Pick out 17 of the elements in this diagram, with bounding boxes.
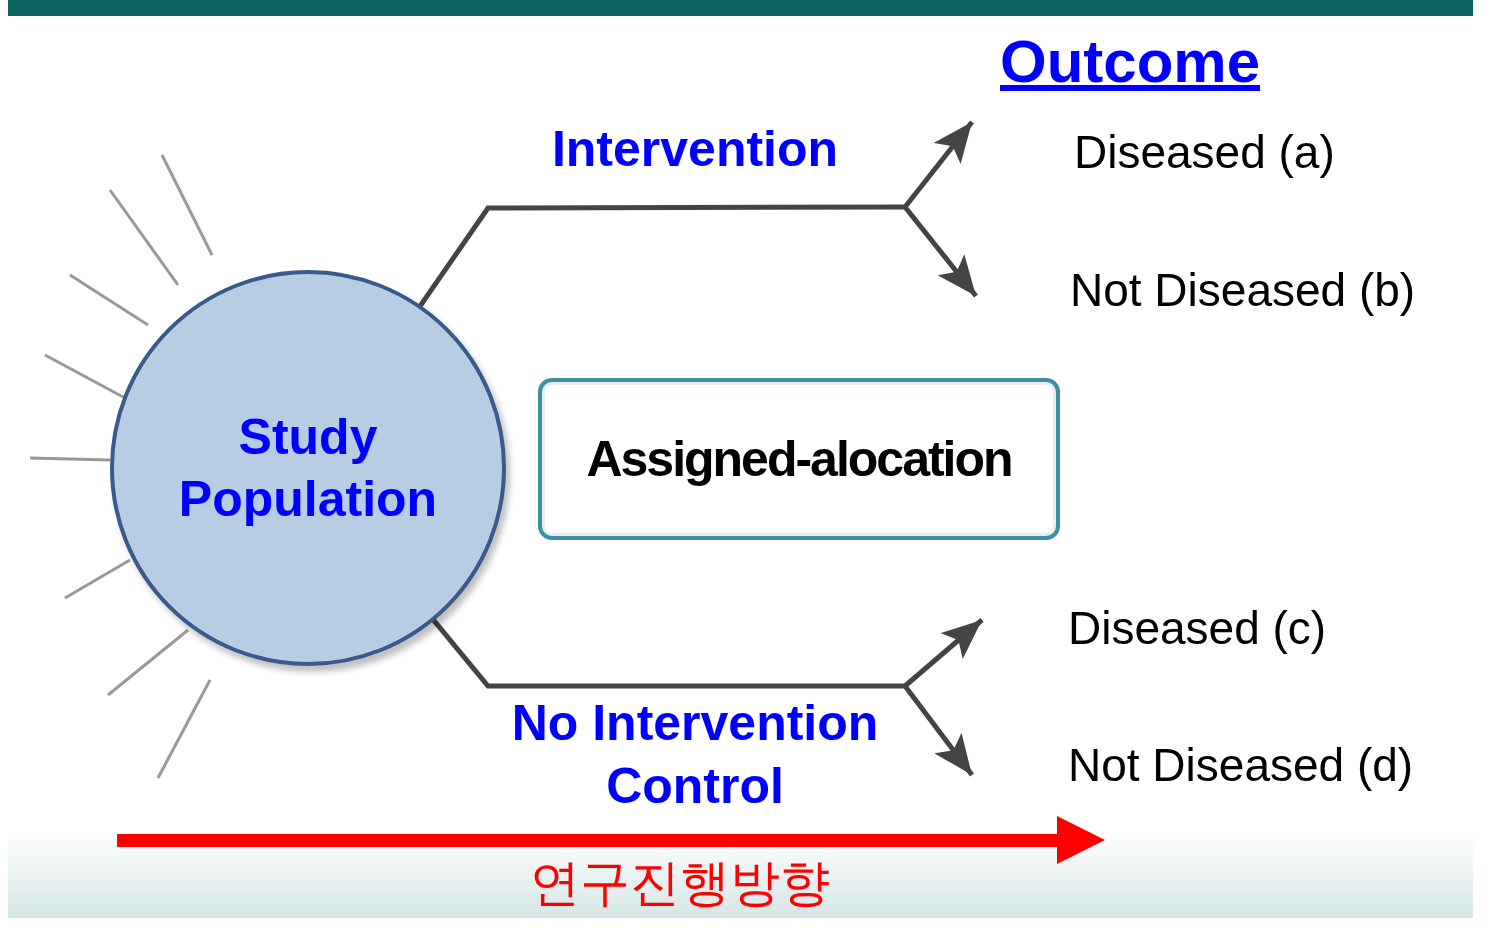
branch-label: No Intervention Control	[510, 694, 880, 816]
branch-label: Intervention	[550, 120, 840, 179]
node-label: Assigned-alocation	[586, 431, 1012, 487]
outcome-label: Not Diseased (d)	[1068, 739, 1414, 791]
outcome-label: Diseased (a)	[1074, 126, 1335, 178]
branch-arrow	[903, 684, 974, 777]
outcome-label: Diseased (c)	[1068, 602, 1327, 654]
direction-label: 연구진행방향	[529, 858, 831, 908]
node-label: Study Population	[177, 408, 439, 529]
connector-line	[417, 204, 905, 309]
branch-arrow	[903, 120, 974, 209]
allocation-box	[538, 378, 1060, 540]
column-heading: Outcome	[1000, 30, 1261, 93]
outcome-label: Not Diseased (b)	[1070, 264, 1416, 316]
connector-line	[430, 617, 905, 689]
branch-arrow	[903, 205, 978, 298]
branch-arrow	[903, 618, 984, 688]
